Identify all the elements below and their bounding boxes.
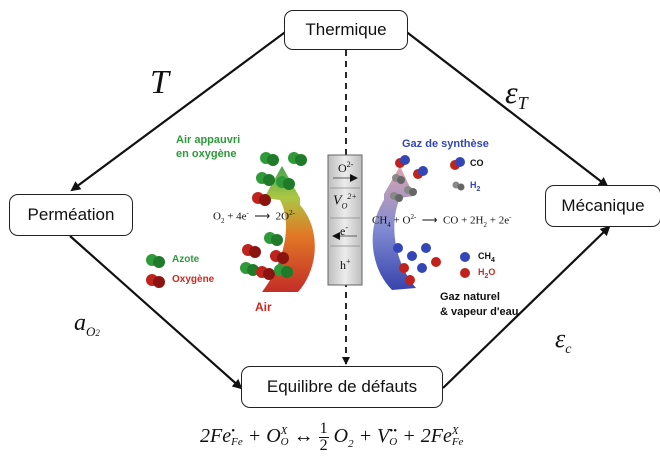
air-flow-arrow [262, 166, 315, 292]
membrane-species-o2: O2- [338, 160, 354, 175]
gaz-naturel-line1: Gaz naturel [440, 291, 500, 303]
label-epsilon-c: εc [555, 324, 571, 358]
arrow-permeation-equilibre [69, 235, 243, 390]
arrow-thermique-permeation [70, 29, 289, 192]
node-permeation: Perméation [9, 194, 133, 236]
air-molecules [240, 232, 293, 280]
label-T: T [150, 64, 169, 101]
reaction-left: O2 + 4e- ⟶ 2O2- [213, 209, 295, 225]
gaz-naturel-line2: & vapeur d'eau [440, 306, 519, 318]
label-c: c [565, 342, 572, 357]
node-mecanique: Mécanique [545, 185, 660, 227]
h2o-label: H2O [478, 267, 496, 280]
reaction-right: CH4 + O2- ⟶ CO + 2H2 + 2e- [372, 213, 512, 229]
arrow-equilibre-mecanique [442, 225, 611, 389]
ch4-label: CH4 [478, 251, 495, 264]
label-a-O2: aO2 [74, 310, 100, 339]
gaz-naturel-label: Gaz naturel & vapeur d'eau [440, 290, 518, 320]
co-label: CO [470, 158, 484, 168]
node-thermique: Thermique [284, 10, 408, 50]
natural-gas-molecules [393, 243, 470, 285]
gas-flow-arrow [372, 166, 416, 290]
node-equilibre: Equilibre de défauts [241, 366, 443, 408]
oxygene-label: Oxygène [172, 274, 215, 285]
syngas-molecules [390, 155, 465, 202]
air-label: Air [255, 300, 272, 314]
label-a: a [74, 310, 86, 336]
membrane-species-e: e- [340, 223, 348, 238]
label-epsilon-T: εT [505, 74, 528, 113]
label-epsilon: ε [555, 324, 566, 353]
h2-label: H2 [470, 180, 481, 193]
gaz-synthese-label: Gaz de synthèse [402, 138, 489, 150]
membrane-species-h: h+ [340, 257, 351, 272]
membrane-species-vo: VO2+ [333, 192, 357, 211]
air-appauvri-line1: Air appauvri [176, 134, 241, 146]
arrow-thermique-mecanique [403, 29, 609, 188]
depleted-air-molecules [252, 152, 307, 206]
air-appauvri-line2: en oxygène [176, 148, 237, 160]
azote-label: Azote [172, 254, 200, 265]
air-appauvri-label: Air appauvri en oxygène [176, 133, 240, 161]
